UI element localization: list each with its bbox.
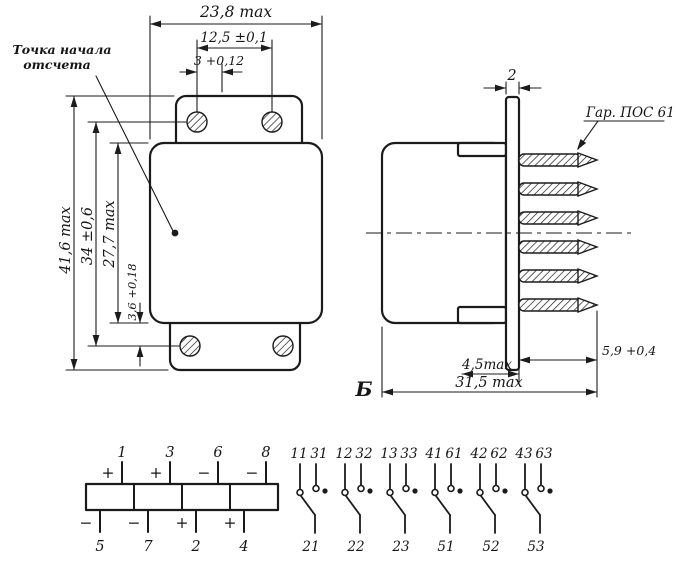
contact-terminal-label: 53 [527,539,544,555]
contact-terminal-label: 42 [469,446,487,462]
contact-circle [402,484,410,493]
contact-group: 42 62 52 [469,446,508,555]
contact-dot [367,488,373,494]
mounting-hole [186,111,208,133]
contact-circle [431,488,439,497]
contact-terminal-label: 11 [290,446,307,462]
contact-terminal-label: 31 [310,446,327,462]
side-view-outline [380,95,521,372]
solder-note-label: Гар. ПОС 61 [585,105,675,121]
contact-circle [357,484,365,493]
contact-terminal-label: 21 [301,539,319,555]
contact-circle [447,484,455,493]
contact-circle [341,488,349,497]
contact-terminal-label: 63 [535,446,552,462]
polarity-sign: − [128,514,141,532]
polarity-sign: − [80,514,93,532]
contact-terminal-label: 51 [437,539,454,555]
front-view: 23,8 max 12,5 ±0,1 3 +0,12 Точка начала … [13,3,324,372]
contact-circle [476,488,484,497]
side-view: 2 Гар. ПОС 61 4,5max 5,9 +0,4 31,5 max Б [354,68,674,401]
contact-terminal-label: 43 [514,446,532,462]
pins [518,151,600,314]
dim-body-height-label: 27,7 max [102,200,118,268]
coil-terminal-block: 1 3 6 8 + + − − 5 7 2 4 − − + + [80,445,280,555]
contact-group: 12 32 22 [335,446,373,555]
polarity-sign: + [150,464,163,482]
dim-overall-depth-label: 31,5 max [455,375,522,391]
reference-point-label-line2: отсчета [23,57,90,72]
coil-terminal-label: 4 [238,539,248,555]
contact-group: 11 31 21 [290,446,328,555]
relay-body-front [148,141,324,325]
pin [518,209,600,227]
pin [518,238,600,256]
dim-hole-offset-label: 3 +0,12 [194,53,244,68]
dim-overall-height-label: 41,6 max [58,206,74,274]
contact-dot [502,488,508,494]
contact-dot [322,488,328,494]
front-view-outline [148,94,324,372]
mounting-hole [272,335,294,357]
contact-terminal-label: 61 [445,446,462,462]
contact-terminal-label: 23 [391,539,409,555]
side-view-dimension-lines [381,81,665,398]
contact-group: 43 63 53 [514,446,553,555]
pin [518,267,600,285]
polarity-sign: + [224,514,237,532]
contact-terminal-label: 12 [335,446,352,462]
pin [518,151,600,169]
contact-dot [412,488,418,494]
dim-hole-spacing-v-label: 34 ±0,6 [80,207,96,265]
contact-terminal-label: 33 [400,446,417,462]
body-step-bottom [456,305,508,325]
dim-pin-length-label: 5,9 +0,4 [602,343,656,358]
dim-hole-spacing-label: 12,5 ±0,1 [200,30,267,46]
coil-terminal-label: 2 [190,539,200,555]
contact-terminal-label: 62 [490,446,507,462]
contact-circle [537,484,545,493]
contact-terminal-label: 52 [482,539,499,555]
mounting-hole [261,111,283,133]
coil-terminal-label: 3 [165,445,174,461]
contact-terminal-label: 22 [346,539,364,555]
body-step-top [456,141,508,158]
dim-pin-gap-label: 4,5max [461,357,512,373]
view-label: Б [354,377,372,401]
reference-point-label-line1: Точка начала [13,42,112,57]
dim-foot-offset-label: 3,6 +0,18 [125,263,139,320]
contact-circle [296,488,304,497]
coil-terminal-label: 5 [95,539,104,555]
contact-circle [312,484,320,493]
coil-terminal-label: 8 [261,445,270,461]
dim-flange-thickness-label: 2 [506,68,516,84]
contact-terminal-label: 13 [380,446,397,462]
polarity-sign: − [246,464,259,482]
reference-point-dot [171,229,179,237]
reference-point-leader [95,75,174,232]
pin [518,180,600,198]
contact-terminal-label: 41 [424,446,442,462]
coil-terminal-label: 1 [117,445,126,461]
contact-group: 41 61 51 [424,446,463,555]
polarity-sign: − [198,464,211,482]
contact-circle [386,488,394,497]
pin [518,296,600,314]
contact-circle [492,484,500,493]
coil-terminal-label: 7 [143,539,153,555]
mounting-hole [179,335,201,357]
contact-dot [547,488,553,494]
front-view-dimension-lines [65,15,323,371]
contact-group: 13 33 23 [380,446,418,555]
polarity-sign: + [176,514,189,532]
contact-diagram: 11 31 21 12 32 22 13 33 23 [290,446,553,555]
contact-dot [457,488,463,494]
contact-circle [521,488,529,497]
contact-terminal-label: 32 [355,446,372,462]
dim-overall-width-label: 23,8 max [199,3,272,21]
coil-terminal-label: 6 [213,445,222,461]
polarity-sign: + [102,464,115,482]
